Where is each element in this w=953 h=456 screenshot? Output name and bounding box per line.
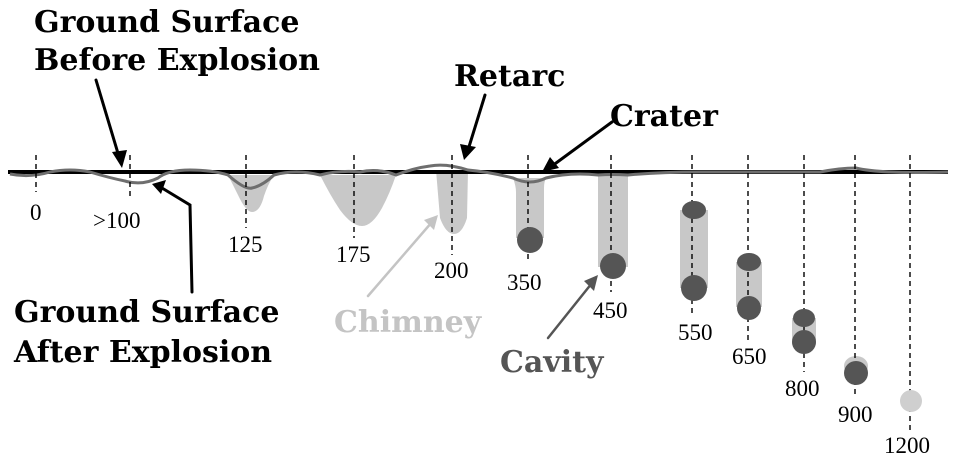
- depth-label: 175: [336, 242, 371, 267]
- arrow-after: [160, 186, 194, 294]
- arrowhead-retarc-icon: [460, 144, 476, 160]
- depth-label: 1200: [884, 433, 930, 456]
- arrow-cavity: [546, 281, 594, 340]
- ground-surface-after-line: [9, 163, 949, 190]
- label-before-line2: Before Explosion: [34, 43, 320, 78]
- chimney-175: [320, 175, 396, 226]
- label-after-line1: Ground Surface: [14, 295, 279, 330]
- cavity-800-top: [793, 309, 815, 327]
- cavity-350: [517, 227, 543, 253]
- arrow-chimney: [366, 220, 434, 298]
- arrowhead-after-icon: [152, 180, 166, 194]
- depth-label: 650: [732, 344, 767, 369]
- cavity-550: [681, 275, 707, 301]
- arrowhead-cavity-icon: [584, 275, 598, 291]
- cavity-900: [844, 361, 868, 385]
- label-crater: Crater: [610, 99, 719, 134]
- label-before-line1: Ground Surface: [34, 5, 299, 40]
- arrow-retarc: [466, 93, 487, 152]
- cavity-800: [792, 330, 816, 354]
- arrow-before: [94, 78, 122, 162]
- cavity-650-top: [737, 253, 761, 271]
- arrow-crater: [550, 120, 614, 168]
- arrows: [94, 78, 614, 340]
- cavity-650: [737, 296, 761, 320]
- depth-label: 800: [785, 376, 820, 401]
- depth-label: 450: [593, 298, 628, 323]
- annotation-labels: Ground Surface Before Explosion Ground S…: [13, 5, 719, 380]
- depth-label: 125: [228, 232, 263, 257]
- cavities: [517, 201, 922, 412]
- label-chimney: Chimney: [334, 305, 483, 340]
- depth-label: 0: [30, 200, 42, 225]
- depth-label: 200: [434, 258, 469, 283]
- depth-guides: [35, 155, 911, 432]
- depth-label: 550: [678, 320, 713, 345]
- label-cavity: Cavity: [500, 345, 605, 380]
- label-after-line2: After Explosion: [13, 335, 272, 370]
- cavity-1200: [900, 390, 922, 412]
- arrowhead-chimney-icon: [424, 215, 438, 230]
- depth-label: 900: [838, 402, 873, 427]
- cavity-450: [600, 253, 626, 279]
- depth-label: >100: [93, 208, 140, 233]
- depth-label: 350: [507, 270, 542, 295]
- chimney-350: [513, 178, 546, 238]
- arrowhead-crater-icon: [542, 157, 559, 172]
- arrowhead-before-icon: [112, 150, 127, 168]
- cavity-550-top: [682, 201, 706, 219]
- chimney-450: [598, 175, 628, 267]
- label-retarc: Retarc: [454, 59, 565, 94]
- depth-labels: 0 >100 125 175 200 350 450 550 650 800 9…: [30, 200, 930, 456]
